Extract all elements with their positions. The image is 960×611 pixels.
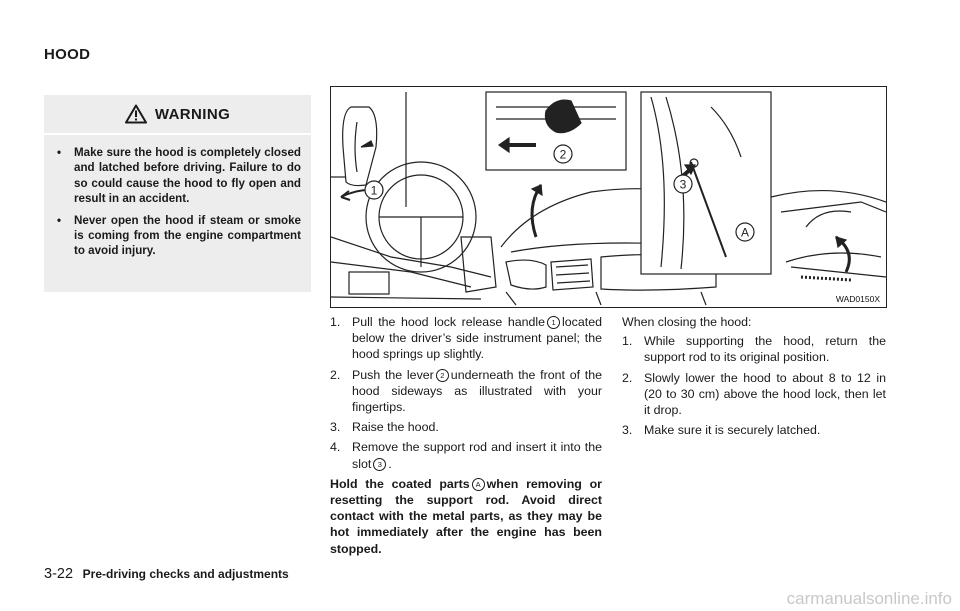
step-item: 1. While supporting the hood, return the…: [622, 333, 886, 365]
step-item: 3. Raise the hood.: [330, 419, 602, 435]
callout-2: 2: [560, 148, 567, 162]
warning-item: • Make sure the hood is completely closed…: [44, 145, 301, 207]
warning-item: • Never open the hood if steam or smoke i…: [44, 213, 301, 259]
step-text: Make sure it is securely latched.: [644, 423, 821, 438]
callout-marker: 1: [547, 316, 561, 330]
step-item: 4. Remove the support rod and insert it …: [330, 439, 602, 471]
step-number: 3.: [622, 423, 633, 438]
step-text-cont: .: [388, 456, 392, 471]
hood-release-illustration: 1 2 3 A WAD0150X: [330, 86, 887, 308]
warning-item-text: Make sure the hood is completely closed …: [74, 146, 301, 206]
page-footer: 3-22 Pre-driving checks and adjustments: [44, 566, 289, 582]
step-text: Push the lever: [352, 367, 434, 382]
callout-marker: 3: [373, 457, 387, 471]
callout-marker: 2: [435, 368, 449, 382]
note-text: Hold the coated parts: [330, 476, 470, 491]
step-text: Remove the support rod and insert it int…: [352, 440, 602, 471]
callout-1: 1: [371, 184, 378, 198]
warning-title: WARNING: [154, 105, 231, 123]
closing-instructions: When closing the hood: 1. While supporti…: [622, 314, 886, 442]
step-text-cont: underneath the front of the hood sideway…: [352, 367, 602, 415]
page-number: 3-22: [44, 566, 74, 582]
chapter-title: Pre-driving checks and adjustments: [82, 567, 289, 581]
step-number: 4.: [330, 440, 341, 455]
callout-A: A: [741, 226, 749, 240]
callout-marker: A: [471, 478, 485, 492]
warning-header: WARNING: [44, 95, 311, 135]
closing-intro: When closing the hood:: [622, 315, 752, 329]
figure-code: WAD0150X: [835, 294, 880, 304]
watermark: carmanualsonline.info: [786, 589, 952, 608]
step-text-cont: located below the driver’s side instrume…: [352, 315, 602, 362]
bullet: •: [57, 146, 62, 159]
note-text-cont: when removing or resetting the support r…: [330, 476, 602, 556]
step-number: 1.: [330, 315, 341, 329]
step-text: Raise the hood.: [352, 420, 439, 435]
hood-illustration-drawing: 1 2 3 A: [331, 91, 886, 306]
warning-box: WARNING • Make sure the hood is completel…: [44, 95, 311, 292]
bullet: •: [57, 213, 62, 227]
step-number: 3.: [330, 420, 341, 435]
step-item: 3. Make sure it is securely latched.: [622, 422, 886, 438]
step-item: 2. Slowly lower the hood to about 8 to 1…: [622, 370, 886, 419]
warning-triangle-icon: [124, 104, 147, 124]
step-number: 1.: [622, 334, 633, 349]
step-text: While supporting the hood, return the su…: [644, 334, 886, 365]
warning-list: • Make sure the hood is completely closed…: [44, 135, 311, 259]
step-number: 2.: [330, 367, 341, 382]
step-text: Slowly lower the hood to about 8 to 12 i…: [644, 370, 886, 418]
warning-item-text: Never open the hood if steam or smoke is…: [74, 213, 301, 258]
step-number: 2.: [622, 370, 633, 385]
step-text: Pull the hood lock release handle: [352, 315, 546, 329]
callout-3: 3: [680, 178, 687, 192]
section-title: HOOD: [44, 46, 91, 63]
